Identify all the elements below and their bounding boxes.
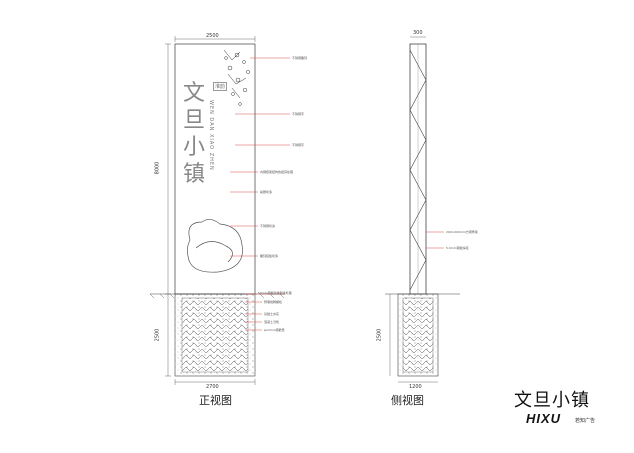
front-dim-base-height: 2500 — [154, 328, 161, 342]
front-ann-10: 基础土夯实 — [264, 312, 280, 316]
side-dim-base-width: 1200 — [409, 384, 422, 390]
front-ann-4: 内钢框架结构热镀锌处理 — [260, 170, 294, 174]
page-title: 文旦小镇 — [514, 390, 590, 411]
brand-subtitle: 若知广告 — [575, 418, 596, 424]
sign-char-4: 镇 — [182, 162, 205, 187]
flower-pattern — [223, 49, 250, 106]
front-panel — [174, 43, 256, 295]
side-truss — [409, 49, 427, 291]
front-ann-6: 不锈钢喷涂 — [260, 224, 276, 228]
front-ann-8: 50mm钢板防锈刷漆处理 — [258, 291, 292, 295]
front-view — [149, 36, 290, 385]
front-ann-11: 混凝土浇筑 — [264, 320, 280, 324]
side-dim-base-height: 2500 — [376, 328, 383, 342]
front-ann-2: 不锈钢字 — [292, 112, 305, 116]
sign-char-3: 小 — [182, 135, 205, 160]
sign-char-1: 文 — [182, 81, 205, 106]
small-mark: 淮韵 — [213, 82, 228, 91]
front-dim-top: 2500 — [206, 33, 219, 39]
side-view-label: 侧视图 — [391, 394, 424, 407]
side-ann-2: 5.0mm钢板焊接 — [446, 246, 469, 250]
front-dim-base-width: 2700 — [206, 384, 219, 390]
front-ann-7: 雕刻铝板喷漆 — [260, 254, 279, 258]
front-ann-1: 不锈钢雕刻 — [292, 56, 308, 60]
bun-emblem — [186, 219, 243, 273]
front-leaders — [230, 57, 290, 331]
front-ann-9: 预埋地脚螺栓 — [264, 300, 283, 304]
side-ann-1: 200×200mm方钢骨架 — [446, 230, 478, 234]
brand-logo: HIXU — [526, 411, 562, 426]
side-dim-top: 300 — [413, 30, 423, 36]
sign-char-2: 旦 — [182, 108, 205, 133]
front-view-label: 正视图 — [199, 394, 232, 407]
side-view — [385, 36, 460, 383]
front-ann-5: 氟碳喷漆 — [260, 190, 273, 194]
front-ann-12: φ12mm钢筋笼 — [264, 328, 285, 332]
sign-pinyin: WEN DAN XIAO ZHEN — [208, 100, 214, 171]
front-ann-3: 不锈钢字 — [292, 143, 305, 147]
front-dim-height: 8000 — [154, 161, 161, 175]
